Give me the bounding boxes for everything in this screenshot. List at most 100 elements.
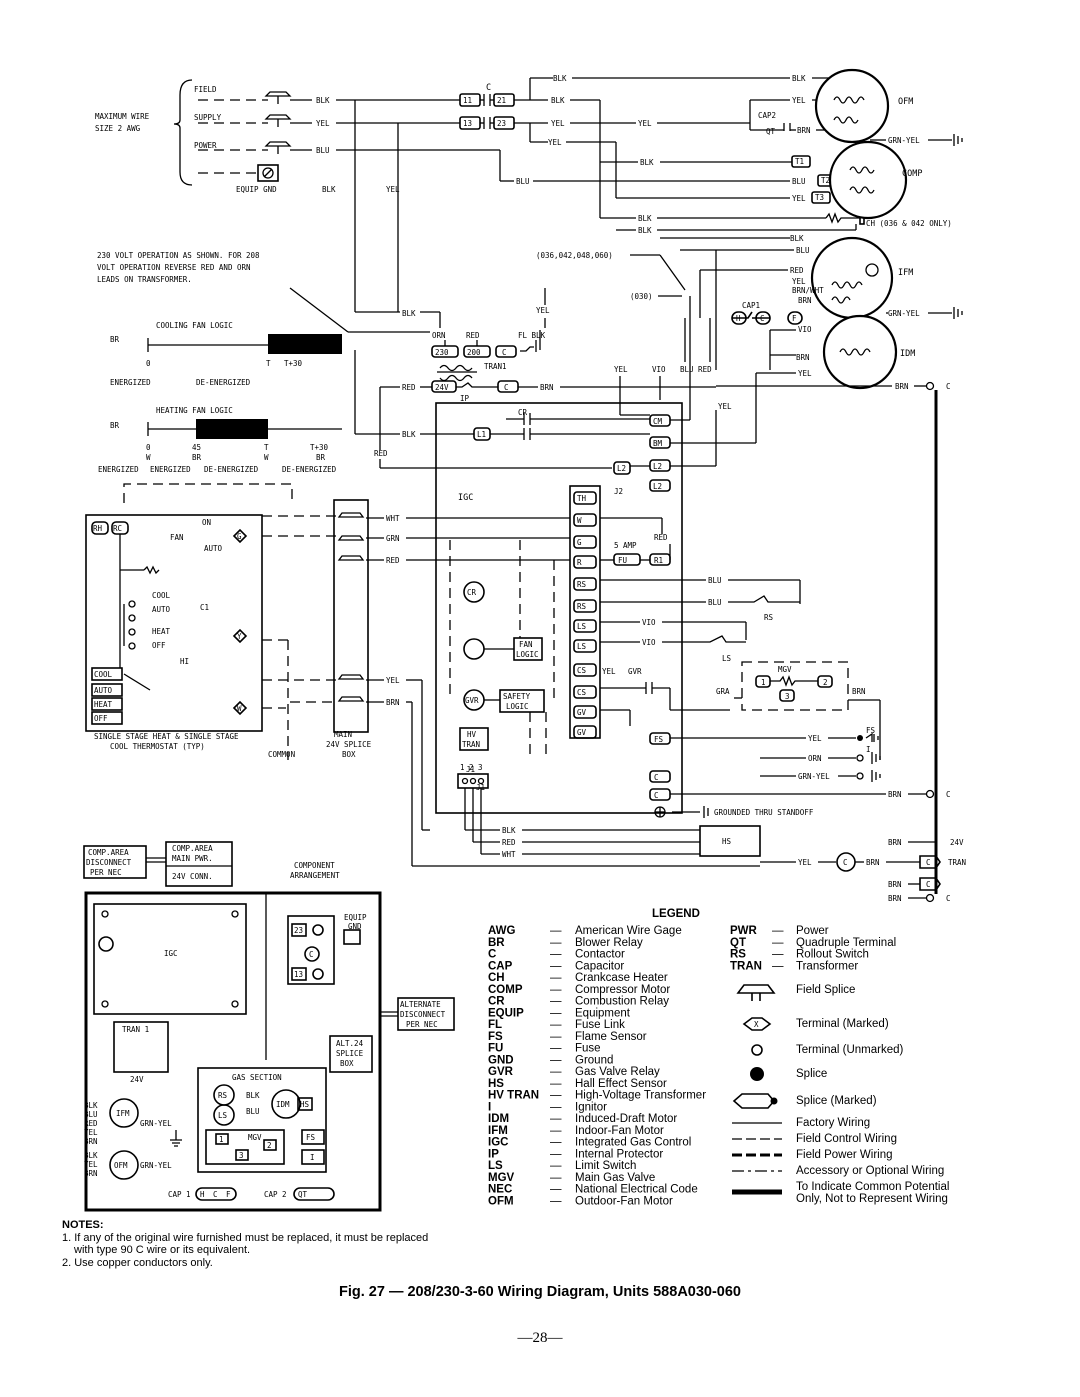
note-2: 2. Use copper conductors only. — [62, 1256, 213, 1269]
svg-text:GND: GND — [348, 922, 362, 931]
svg-text:FAN: FAN — [519, 640, 533, 649]
svg-text:BLK: BLK — [553, 74, 567, 83]
legend-desc: National Electrical Code — [575, 1184, 698, 1196]
legend-abbr: CR — [488, 996, 505, 1008]
svg-text:1: 1 — [761, 678, 766, 687]
legend-desc: Equipment — [575, 1007, 631, 1019]
svg-text:RED: RED — [654, 533, 668, 542]
legend-desc: Combustion Relay — [575, 996, 669, 1008]
svg-text:Splice: Splice — [796, 1068, 827, 1080]
svg-text:BRN: BRN — [540, 383, 554, 392]
legend-abbr: OFM — [488, 1195, 514, 1207]
svg-text:DE-ENERGIZED: DE-ENERGIZED — [196, 378, 251, 387]
legend-desc: Ignitor — [575, 1101, 607, 1113]
legend-abbr: HS — [488, 1078, 504, 1090]
svg-text:13: 13 — [294, 970, 303, 979]
igc-pin — [573, 619, 597, 633]
legend-abbr: CAP — [488, 960, 513, 972]
igc-pin-label: C — [654, 791, 659, 800]
igc-pin — [573, 663, 597, 677]
legend-desc: Integrated Gas Control — [575, 1137, 691, 1149]
legend-desc: Contactor — [575, 949, 625, 961]
rollout-switch — [728, 595, 800, 603]
svg-text:L1: L1 — [477, 430, 486, 439]
svg-text:YEL: YEL — [808, 734, 822, 743]
svg-text:MGV: MGV — [248, 1133, 262, 1142]
svg-text:BLK: BLK — [640, 158, 654, 167]
svg-text:COOL THERMOSTAT (TYP): COOL THERMOSTAT (TYP) — [110, 742, 205, 751]
legend-dash: — — [550, 1137, 562, 1149]
legend-desc: Fuse — [575, 1043, 601, 1055]
svg-text:BRN: BRN — [798, 296, 812, 305]
heating-fan-logic: HEATING FAN LOGIC BR 0 45 T T+30 W BR W … — [98, 406, 342, 474]
svg-text:EQUIP: EQUIP — [344, 913, 367, 922]
motor-wiring: BLK BLK BLK YEL YEL YEL YEL BLU QT CAP2 … — [499, 74, 963, 235]
svg-text:1 2 3: 1 2 3 — [460, 763, 483, 772]
svg-text:FL BLK: FL BLK — [518, 331, 546, 340]
svg-text:J1: J1 — [466, 765, 475, 774]
svg-text:ENERGIZED: ENERGIZED — [150, 465, 191, 474]
svg-text:RH: RH — [93, 524, 103, 533]
svg-text:W: W — [237, 704, 242, 713]
svg-text:C: C — [926, 858, 931, 867]
svg-text:CR: CR — [467, 588, 477, 597]
legend-desc: Induced-Draft Motor — [575, 1113, 677, 1125]
svg-text:BR: BR — [110, 421, 120, 430]
equip-ground-lug — [257, 164, 279, 182]
svg-text:QT: QT — [298, 1190, 308, 1199]
legend-abbr: AWG — [488, 925, 516, 937]
svg-text:YEL: YEL — [386, 185, 400, 194]
legend-desc: American Wire Gage — [575, 925, 682, 937]
legend-abbr: GVR — [488, 1066, 514, 1078]
igc-pin-label: RS — [577, 580, 587, 589]
svg-text:COMP.AREA: COMP.AREA — [88, 848, 129, 857]
svg-text:ON: ON — [202, 518, 211, 527]
svg-text:OFM: OFM — [114, 1161, 128, 1170]
splice-marked-icon — [732, 1093, 776, 1109]
svg-text:BR: BR — [110, 335, 120, 344]
legend-desc: Compressor Motor — [575, 984, 670, 996]
svg-text:GRN-YEL: GRN-YEL — [888, 309, 920, 318]
svg-text:VIO: VIO — [798, 325, 812, 334]
svg-text:YEL: YEL — [792, 277, 806, 286]
svg-text:J1: J1 — [476, 783, 485, 792]
svg-text:GRN-YEL: GRN-YEL — [140, 1161, 172, 1170]
svg-text:COOLING FAN LOGIC: COOLING FAN LOGIC — [156, 321, 233, 330]
terminal-marked-icon — [742, 1017, 772, 1031]
svg-text:Field Control Wiring: Field Control Wiring — [796, 1133, 897, 1145]
legend-dash: — — [550, 1031, 562, 1043]
svg-text:BRN/WHT: BRN/WHT — [792, 286, 824, 295]
svg-text:BLK: BLK — [402, 309, 416, 318]
svg-text:T1: T1 — [795, 157, 804, 166]
svg-text:230: 230 — [435, 348, 449, 357]
svg-text:IDM: IDM — [276, 1100, 290, 1109]
svg-text:Factory Wiring: Factory Wiring — [796, 1117, 870, 1129]
igc-pin-label: R — [577, 558, 582, 567]
svg-text:BLU RED: BLU RED — [680, 365, 712, 374]
svg-text:CR: CR — [518, 408, 528, 417]
svg-text:VOLT OPERATION REVERSE RED AND: VOLT OPERATION REVERSE RED AND ORN — [97, 263, 251, 272]
svg-text:FAN: FAN — [170, 533, 184, 542]
svg-text:ALT.24: ALT.24 — [336, 1039, 364, 1048]
svg-text:WHT: WHT — [502, 850, 516, 859]
field-splice-icon — [264, 114, 292, 127]
svg-text:ORN: ORN — [808, 754, 822, 763]
legend-abbr: IDM — [488, 1113, 509, 1125]
svg-text:C: C — [502, 348, 507, 357]
field-splice-icon — [736, 984, 776, 1001]
svg-text:FU: FU — [618, 556, 627, 565]
svg-text:OFF: OFF — [152, 641, 166, 650]
svg-text:BRN: BRN — [888, 838, 902, 847]
svg-text:F: F — [792, 314, 797, 323]
legend-desc: Gas Valve Relay — [575, 1066, 660, 1078]
svg-text:Field Power Wiring: Field Power Wiring — [796, 1149, 893, 1161]
svg-text:BLK: BLK — [322, 185, 336, 194]
splice-icon — [750, 1067, 764, 1081]
legend-abbr: BR — [488, 937, 505, 949]
ground-icon — [953, 307, 963, 319]
svg-text:BLK: BLK — [638, 214, 652, 223]
motor-ofm: OFM — [814, 68, 913, 144]
svg-text:PER NEC: PER NEC — [406, 1020, 438, 1029]
svg-text:HEAT: HEAT — [152, 627, 171, 636]
legend-dash: — — [550, 1160, 562, 1172]
